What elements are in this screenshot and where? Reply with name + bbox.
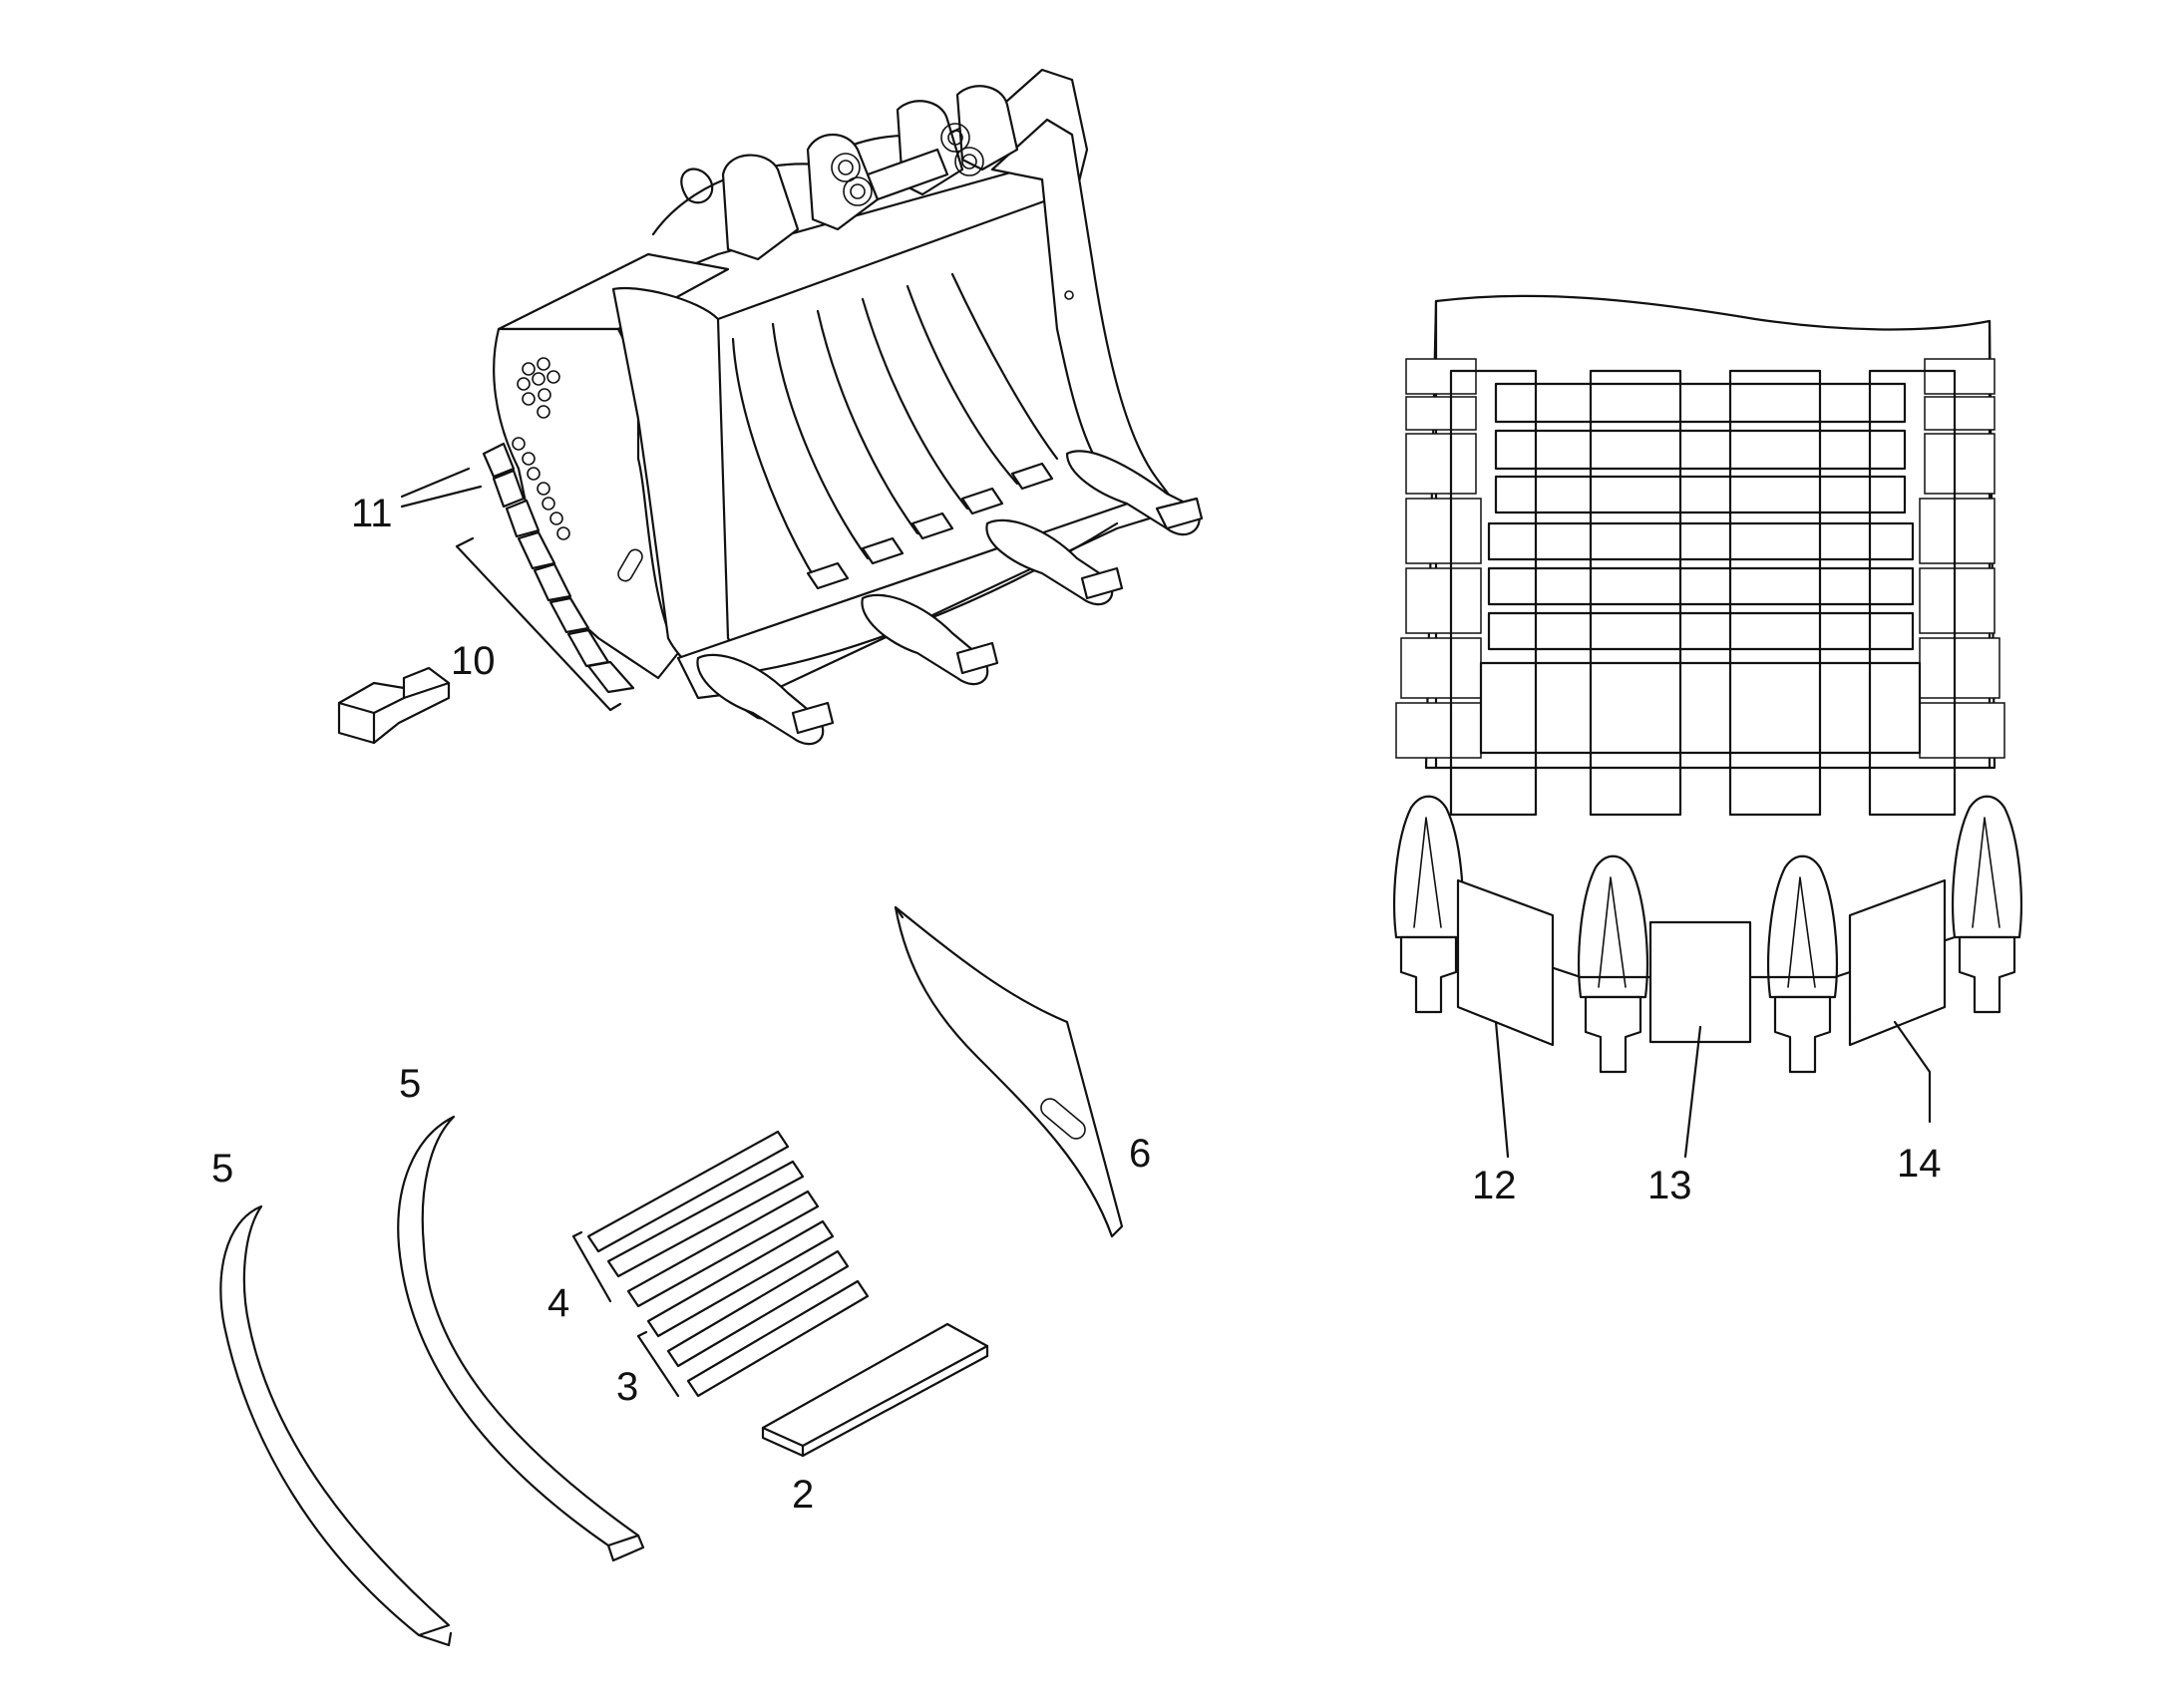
callout-13: 13 xyxy=(1647,1164,1692,1207)
liner-plates-stack xyxy=(571,1130,870,1398)
bucket-top-view xyxy=(1393,294,2022,1159)
part-10-wedge xyxy=(337,666,451,745)
part-12-segment xyxy=(1456,878,1555,1047)
callout-11: 11 xyxy=(351,492,393,535)
bucket-assembly xyxy=(482,68,1204,746)
part-14-segment xyxy=(1848,878,1947,1047)
callout-3: 3 xyxy=(616,1365,638,1409)
callout-2: 2 xyxy=(792,1473,814,1517)
part-5-left-strip xyxy=(219,1204,453,1647)
callout-labels: 11 10 5 5 6 4 3 2 12 13 14 xyxy=(211,492,1942,1517)
part-13-segment xyxy=(1648,920,1752,1044)
top-view-teeth xyxy=(1393,795,2022,1074)
callout-5-left: 5 xyxy=(211,1147,233,1191)
leader-lines-10-11 xyxy=(400,467,622,712)
part-6-side-cutter xyxy=(894,905,1124,1238)
part-5-right-strip xyxy=(397,1115,645,1562)
callout-10: 10 xyxy=(451,639,496,683)
callout-4: 4 xyxy=(547,1281,569,1325)
callout-14: 14 xyxy=(1897,1142,1942,1186)
part-2-plate xyxy=(761,1322,989,1458)
callout-12: 12 xyxy=(1472,1164,1517,1207)
callout-5-right: 5 xyxy=(399,1062,421,1106)
callout-6: 6 xyxy=(1129,1132,1151,1176)
